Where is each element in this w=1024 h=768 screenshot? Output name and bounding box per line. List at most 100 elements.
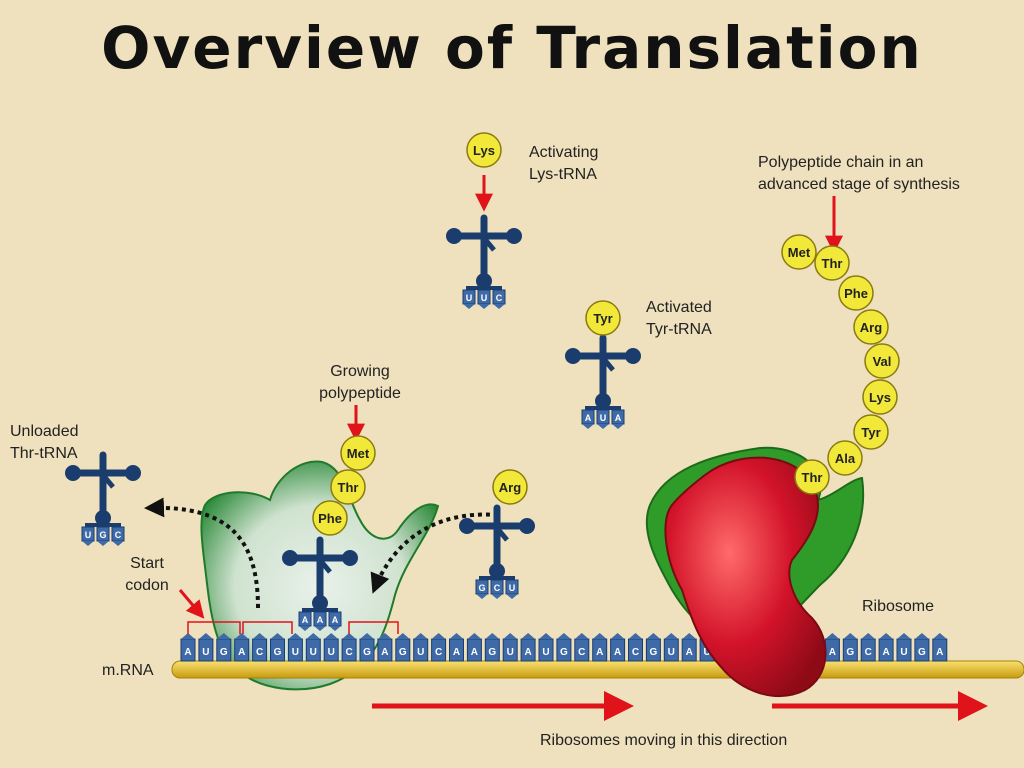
svg-text:Arg: Arg	[499, 480, 521, 495]
label-start-line1: Start	[130, 555, 164, 572]
amino-acid-arg: Arg	[492, 469, 528, 505]
svg-text:Met: Met	[347, 446, 370, 461]
svg-text:G: G	[488, 647, 496, 658]
svg-text:A: A	[615, 413, 622, 423]
svg-text:A: A	[317, 615, 324, 625]
svg-text:G: G	[560, 647, 568, 658]
svg-text:U: U	[900, 647, 907, 658]
mrna-base: A	[520, 633, 536, 662]
label-activated-line1: Activated	[646, 299, 712, 316]
label-mrna: m.RNA	[102, 662, 154, 679]
label-polypeptide-chain: Polypeptide chain in an advanced stage o…	[758, 152, 960, 196]
svg-text:A: A	[585, 413, 592, 423]
svg-text:A: A	[238, 647, 245, 658]
mrna-base: U	[538, 633, 554, 662]
mrna-base: A	[610, 633, 626, 662]
svg-text:G: G	[650, 647, 658, 658]
svg-text:A: A	[686, 647, 693, 658]
label-growing-line2: polypeptide	[319, 385, 401, 402]
pointer-arrow-start-codon	[178, 589, 205, 619]
svg-text:U: U	[310, 647, 317, 658]
svg-text:U: U	[417, 647, 424, 658]
svg-text:G: G	[918, 647, 926, 658]
svg-text:Phe: Phe	[318, 511, 342, 526]
mrna-base: C	[341, 633, 357, 662]
polypeptide-chain-bead: Val	[864, 343, 900, 379]
enter-arrow-dotted	[370, 512, 499, 594]
svg-text:C: C	[115, 530, 122, 540]
polypeptide-chain-bead: Arg	[853, 309, 889, 345]
svg-text:U: U	[292, 647, 299, 658]
svg-text:U: U	[509, 583, 516, 593]
polypeptide-chain-bead: Thr	[814, 245, 850, 281]
svg-text:Phe: Phe	[844, 286, 868, 301]
amino-acid-lys: Lys	[466, 132, 502, 168]
label-growing-line1: Growing	[330, 363, 390, 380]
mrna-base: A	[681, 633, 697, 662]
polypeptide-chain-bead: Met	[781, 234, 817, 270]
mrna-base: G	[645, 633, 661, 662]
svg-text:Arg: Arg	[860, 320, 882, 335]
svg-text:Ala: Ala	[835, 451, 856, 466]
svg-text:U: U	[328, 647, 335, 658]
mrna-base: G	[395, 633, 411, 662]
svg-text:C: C	[494, 583, 501, 593]
svg-text:U: U	[542, 647, 549, 658]
svg-text:A: A	[936, 647, 943, 658]
label-unloaded-line2: Thr-tRNA	[10, 445, 78, 462]
svg-text:Val: Val	[873, 354, 892, 369]
mrna-base: U	[663, 633, 679, 662]
mrna-base: C	[860, 633, 876, 662]
polypeptide-chain-bead: Tyr	[853, 414, 889, 450]
svg-text:C: C	[435, 647, 442, 658]
svg-text:A: A	[381, 647, 388, 658]
mrna-base: U	[896, 633, 912, 662]
mrna-base: U	[305, 633, 321, 662]
label-activated-tyr-trna: Activated Tyr-tRNA	[646, 297, 712, 341]
mrna-base: G	[914, 633, 930, 662]
svg-text:G: G	[363, 647, 371, 658]
svg-text:Lys: Lys	[869, 390, 891, 405]
svg-text:A: A	[596, 647, 603, 658]
svg-text:U: U	[668, 647, 675, 658]
polypeptide-chain-bead: Thr	[794, 459, 830, 495]
svg-text:Thr: Thr	[802, 470, 823, 485]
svg-text:A: A	[302, 615, 309, 625]
mrna-base: A	[377, 633, 393, 662]
svg-text:U: U	[507, 647, 514, 658]
mrna-strand	[171, 660, 1024, 679]
svg-text:Thr: Thr	[338, 480, 359, 495]
mrna-base: A	[878, 633, 894, 662]
svg-text:Lys: Lys	[473, 143, 495, 158]
svg-text:A: A	[332, 615, 339, 625]
svg-text:Thr: Thr	[822, 256, 843, 271]
svg-text:U: U	[202, 647, 209, 658]
svg-text:G: G	[220, 647, 228, 658]
mrna-base: G	[842, 633, 858, 662]
svg-text:A: A	[829, 647, 836, 658]
svg-text:A: A	[882, 647, 889, 658]
svg-text:A: A	[471, 647, 478, 658]
mrna-bases: AUGACGUUUCGAGUCAAGUAUGCAACGUAUGGUGCAAGCA…	[180, 633, 948, 662]
mrna-base: A	[234, 633, 250, 662]
svg-text:G: G	[478, 583, 485, 593]
svg-text:C: C	[256, 647, 263, 658]
label-polypeptide-line1: Polypeptide chain in an	[758, 154, 924, 171]
svg-text:C: C	[578, 647, 585, 658]
label-start-line2: codon	[125, 577, 169, 594]
mrna-base: U	[413, 633, 429, 662]
label-ribosome: Ribosome	[862, 598, 935, 615]
svg-text:Met: Met	[788, 245, 811, 260]
svg-text:U: U	[481, 293, 488, 303]
svg-text:U: U	[703, 647, 710, 658]
svg-text:U: U	[466, 293, 473, 303]
mrna-base: A	[932, 633, 948, 662]
svg-text:G: G	[399, 647, 407, 658]
growing-polypeptide-bead: Phe	[312, 500, 348, 536]
polypeptide-chain-bead: Phe	[838, 275, 874, 311]
mrna-base: C	[628, 633, 643, 662]
codon-brackets	[187, 621, 399, 634]
